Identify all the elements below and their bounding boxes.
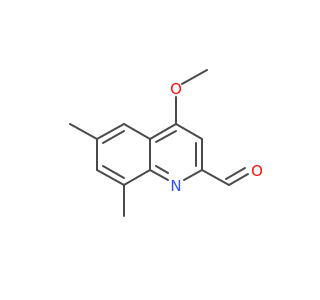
bond-c2-cho <box>201 169 230 186</box>
bond-c7-c8 <box>96 169 125 186</box>
bond-c4a-c4-inner <box>155 130 177 143</box>
bond-c4-c3 <box>175 123 203 140</box>
bonds <box>69 69 249 217</box>
bond-cho-o-inner <box>225 167 246 180</box>
bond-c4a-c4 <box>149 123 177 140</box>
ring-nitrogen-label: N <box>170 177 181 195</box>
bond-c4a-c5 <box>123 123 151 140</box>
bond-c6-methyl <box>69 123 98 140</box>
bond-n1-c8a-inner <box>155 165 169 174</box>
atom-labels: O N O <box>170 80 263 195</box>
bond-methyl-omethoxy <box>181 69 208 85</box>
bond-c5-c6-inner <box>102 130 125 144</box>
aldehyde-oxygen-label: O <box>251 162 263 180</box>
bond-c2-n1 <box>183 169 203 181</box>
bond-c8-c8a <box>123 169 151 186</box>
bond-cho-o <box>228 173 249 186</box>
bond-c5-c6 <box>96 123 125 140</box>
methoxy-oxygen-label: O <box>170 80 182 98</box>
bond-c7-c8-inner <box>102 165 125 179</box>
bond-n1-c8a <box>149 169 169 181</box>
quinoline-structure-diagram: O N O <box>69 69 263 217</box>
